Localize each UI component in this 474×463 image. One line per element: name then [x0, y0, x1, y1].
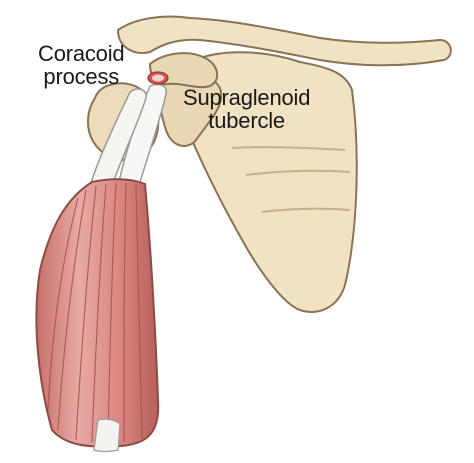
- coracoid-label-line1: Coracoid: [38, 41, 125, 66]
- distal-tendon: [93, 418, 121, 453]
- acromion: [116, 15, 452, 67]
- supraglenoid-label-line1: Supraglenoid: [183, 85, 311, 110]
- coracoid-label-line2: process: [43, 64, 120, 89]
- attachment-mark-inner: [152, 74, 164, 82]
- scapula-ridges: [231, 146, 351, 213]
- muscle-fibers: [47, 182, 143, 444]
- scapula: [184, 51, 358, 313]
- coracoid-process-label: Coracoid process: [38, 41, 125, 89]
- supraglenoid-tubercle-label: Supraglenoid tubercle: [183, 86, 310, 132]
- supraglenoid-label-line2: tubercle: [208, 108, 285, 133]
- short-head-tendon: [88, 88, 147, 187]
